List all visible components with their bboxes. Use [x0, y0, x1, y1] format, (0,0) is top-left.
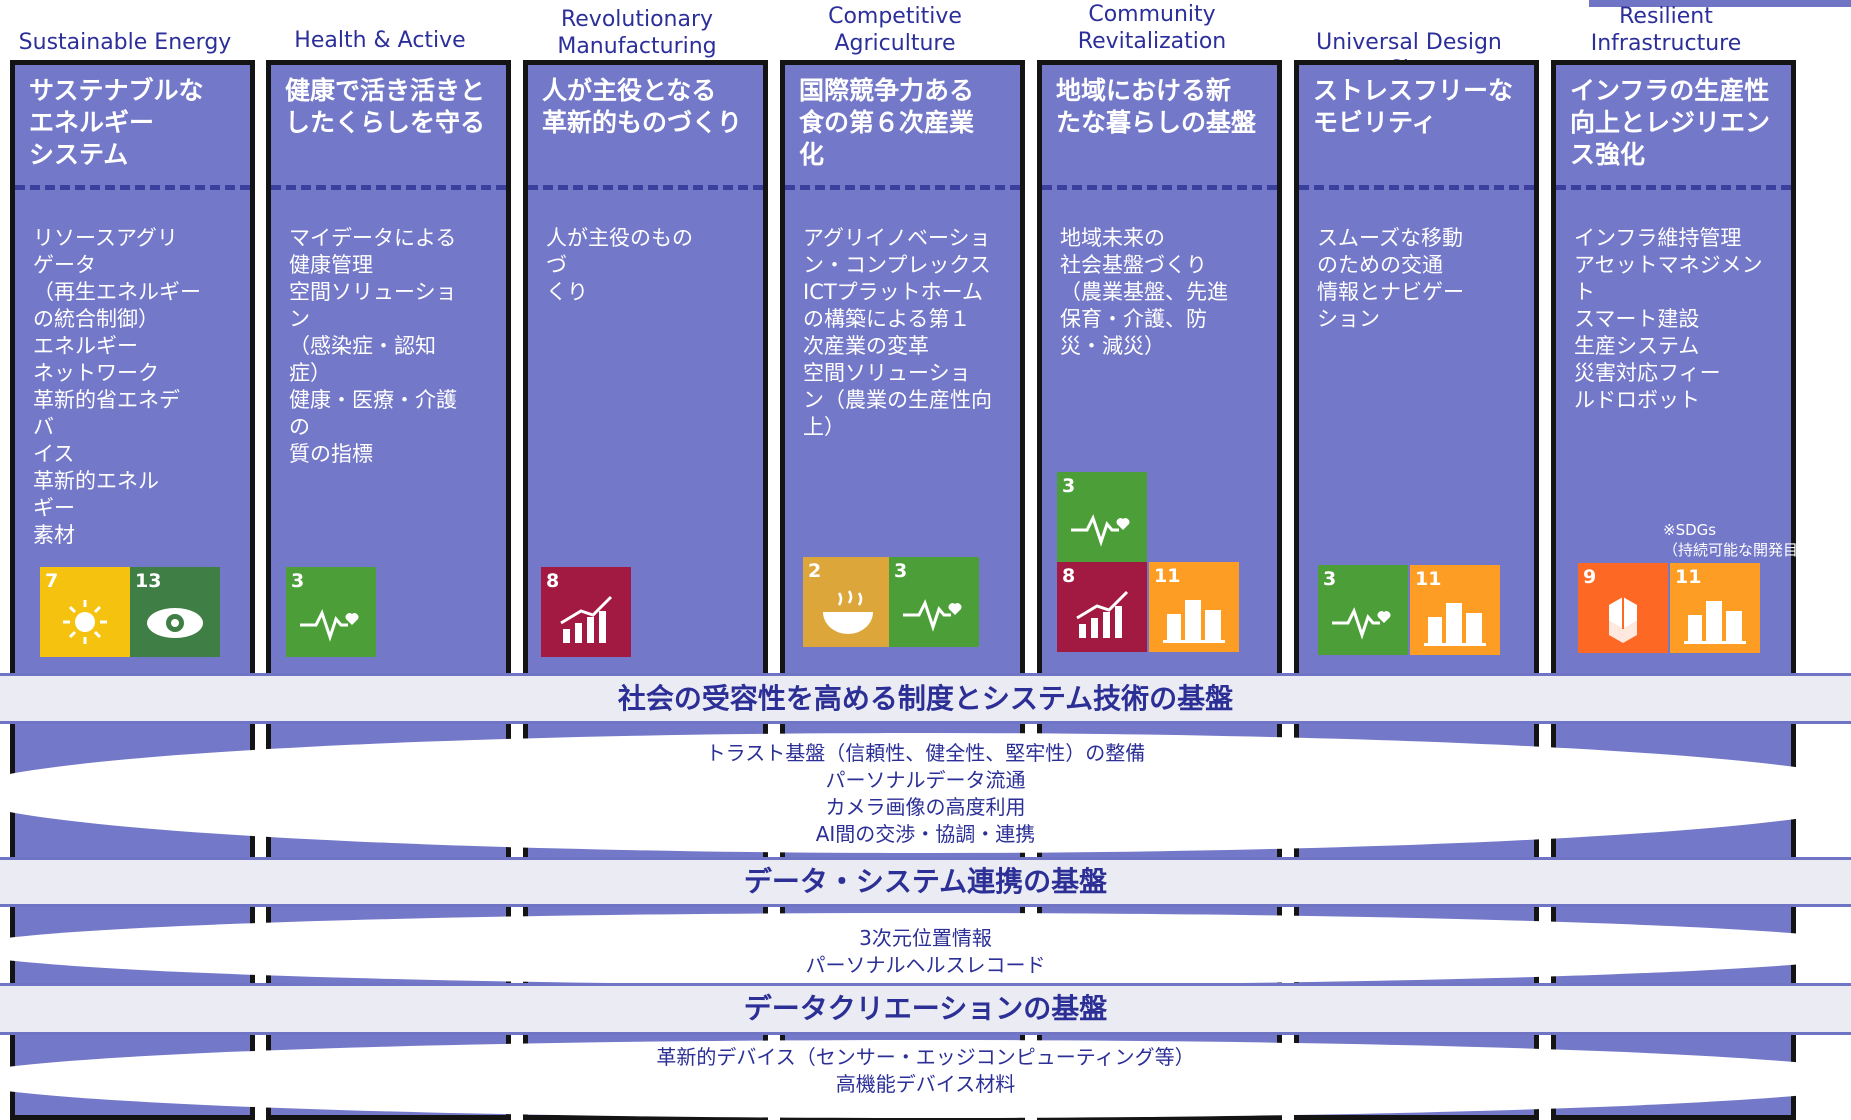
layer-band-social-acceptance: 社会の受容性を高める制度とシステム技術の基盤: [0, 673, 1851, 724]
sun-icon: [63, 600, 107, 644]
dashed-divider: [271, 185, 506, 190]
sdg-number: 13: [135, 570, 162, 592]
layer-ellipse: [0, 733, 1851, 853]
column-title: 人が主役となる 革新的ものづくり: [542, 76, 743, 137]
dashed-divider: [15, 185, 250, 190]
sdg-tile-11: 11: [1410, 565, 1500, 655]
column-title: 地域における新 たな暮らしの基盤: [1056, 76, 1257, 137]
column-body: マイデータによる 健康管理 空間ソリューショ ン （感染症・認知 症） 健康・医…: [289, 226, 457, 466]
layer-items-data-creation: 革新的デバイス（センサー・エッジコンピューティング等） 高機能デバイス材料: [656, 1045, 1195, 1096]
bowl-icon: [823, 590, 873, 634]
sdg-tile-7: 7: [40, 567, 130, 657]
column-heading-city: Universal Design City: [1316, 30, 1502, 82]
sdg-tile-11: 11: [1149, 562, 1239, 652]
column-body: 人が主役のもの づ くり: [546, 226, 693, 304]
column-heading-community: Community Revitalization: [1077, 2, 1227, 54]
column-title: ストレスフリーな モビリティ: [1313, 76, 1514, 137]
heartbeat-icon: [1071, 514, 1130, 547]
growth-chart-icon: [1076, 590, 1129, 638]
growth-chart-icon: [560, 595, 613, 643]
column-title: 健康で活き活きと したくらしを守る: [285, 76, 486, 137]
eye-icon: [147, 608, 203, 638]
sdg-number: 7: [45, 570, 59, 592]
dashed-divider: [1299, 185, 1534, 190]
column-heading-manufacturing: Revolutionary Manufacturing: [557, 7, 717, 59]
column-heading-energy: Sustainable Energy: [18, 30, 232, 55]
sdg-note: ※SDGs （持続可能な開発目標）: [1663, 521, 1829, 559]
layer-ellipse: [0, 913, 1851, 985]
dashed-divider: [1042, 185, 1277, 190]
heartbeat-icon: [903, 599, 962, 632]
sdg-number: 11: [1675, 566, 1702, 588]
sdg-tile-3: 3: [1318, 565, 1408, 655]
column-body: 地域未来の 社会基盤づくり （農業基盤、先進 保育・介護、防 災・減災）: [1060, 226, 1228, 358]
sdg-tile-13: 13: [130, 567, 220, 657]
layer-items-data-system: 3次元位置情報 パーソナルヘルスレコード: [805, 926, 1046, 977]
sdg-tile-3: 3: [1057, 472, 1147, 562]
column-body: リソースアグリ ゲータ （再生エネルギー の統合制御） エネルギー ネットワーク…: [33, 226, 201, 547]
sdg-number: 11: [1415, 568, 1442, 590]
layer-band-data-system: データ・システム連携の基盤: [0, 857, 1851, 907]
sdg-number: 8: [546, 570, 560, 592]
column-heading-infrastructure: Resilient Infrastructure: [1590, 4, 1742, 56]
sdg-number: 2: [808, 560, 822, 582]
city-icon: [1163, 600, 1225, 643]
sdg-number: 9: [1583, 566, 1597, 588]
sdg-number: 8: [1062, 565, 1076, 587]
sdg-number: 3: [1323, 568, 1337, 590]
city-icon: [1684, 601, 1746, 644]
layer-band-data-creation: データクリエーションの基盤: [0, 983, 1851, 1035]
city-icon: [1424, 603, 1486, 646]
sdg-tile-8: 8: [541, 567, 631, 657]
column-title: インフラの生産性 向上とレジリエン ス強化: [1570, 76, 1771, 169]
dashed-divider: [528, 185, 763, 190]
cubes-icon: [1609, 597, 1637, 643]
sdg-number: 3: [1062, 475, 1076, 497]
column-title: サステナブルな エネルギー システム: [29, 76, 204, 169]
sdg-number: 11: [1154, 565, 1181, 587]
sdg-number: 3: [894, 560, 908, 582]
dashed-divider: [785, 185, 1020, 190]
layer-ellipse: [0, 1040, 1851, 1118]
column-title: 国際競争力ある 食の第６次産業 化: [799, 76, 975, 169]
sdg-tile-2: 2: [803, 557, 893, 647]
sdg-tile-11: 11: [1670, 563, 1760, 653]
heartbeat-icon: [1332, 607, 1391, 640]
sdg-tile-3: 3: [889, 557, 979, 647]
sdg-tile-8: 8: [1057, 562, 1147, 652]
sdg-number: 3: [291, 570, 305, 592]
column-heading-agriculture: Competitive Agriculture: [828, 4, 962, 56]
layer-items-social-acceptance: トラスト基盤（信頼性、健全性、堅牢性）の整備 パーソナルデータ流通 カメラ画像の…: [705, 741, 1146, 846]
column-heading-health: Health & Active: [294, 28, 466, 53]
sdg-tile-3: 3: [286, 567, 376, 657]
column-body: インフラ維持管理 アセットマネジメン ト スマート建設 生産システム 災害対応フ…: [1574, 226, 1763, 412]
heartbeat-icon: [300, 609, 359, 642]
column-body: スムーズな移動 のための交通 情報とナビゲー ション: [1317, 226, 1464, 331]
top-accent-bar: [1589, 0, 1851, 7]
dashed-divider: [1556, 185, 1791, 190]
column-body: アグリイノベーショ ン・コンプレックス ICTプラットホーム の構築による第１ …: [803, 226, 992, 439]
sdg-tile-9: 9: [1578, 563, 1668, 653]
